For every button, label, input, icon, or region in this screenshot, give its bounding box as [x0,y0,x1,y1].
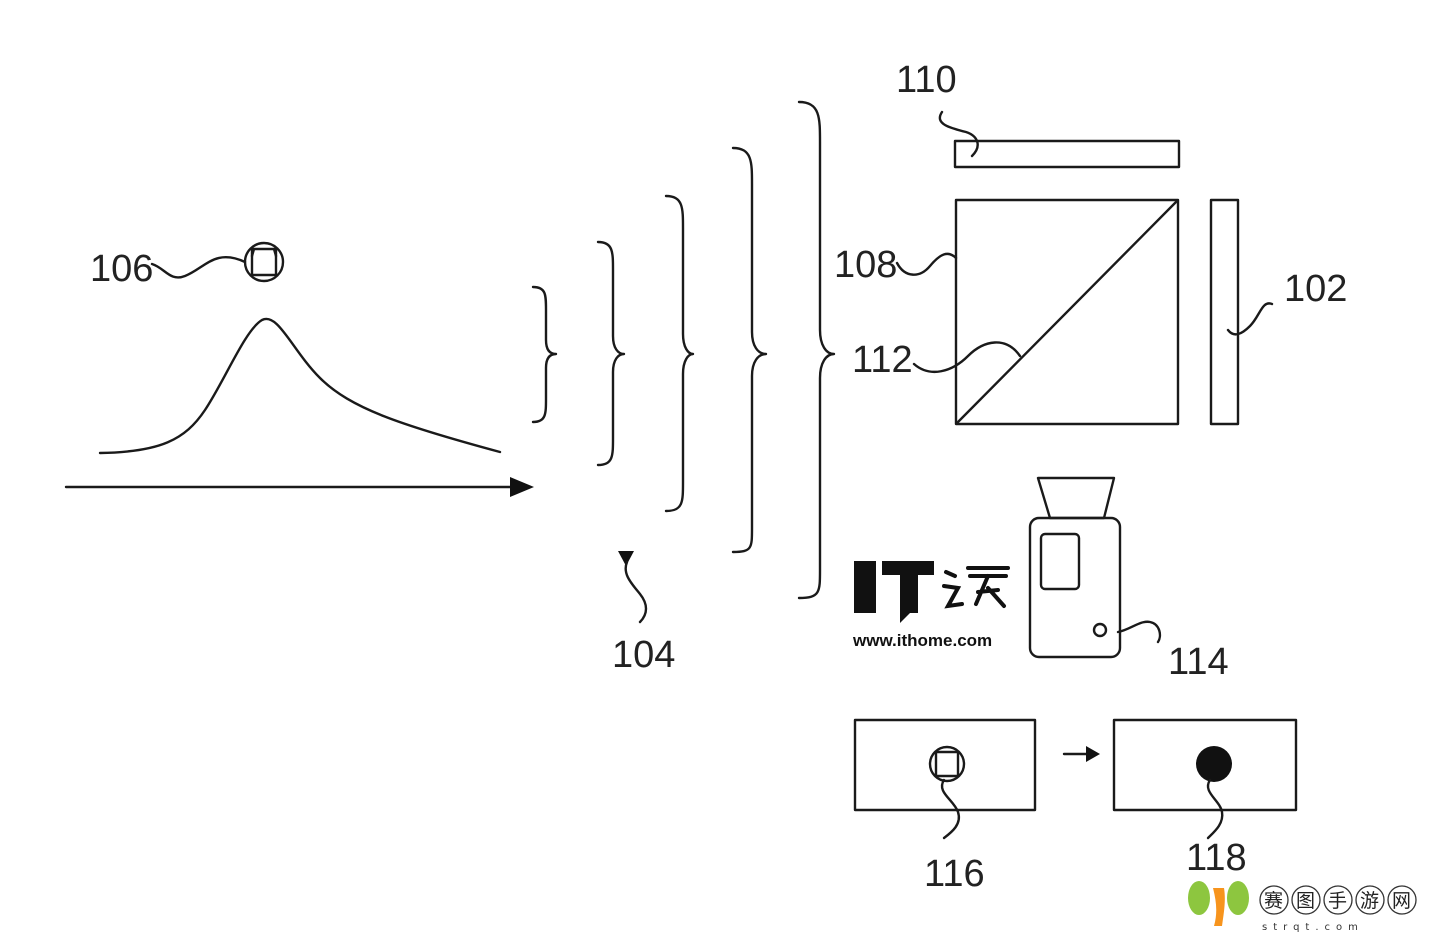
svg-text:网: 网 [1392,890,1411,912]
svg-text:赛: 赛 [1264,890,1283,912]
camera-114-icon [1028,476,1122,659]
wavefront-brace-5 [797,100,836,600]
splitter-diagonal-112 [956,200,1178,424]
strqt-watermark: 赛 图 手 游 网 strqt.com [1188,881,1417,933]
label-102: 102 [1284,268,1347,310]
wavefront-brace-4 [731,146,768,554]
leader-110 [938,110,979,158]
wavefront-brace-3 [664,194,695,513]
leader-118 [1206,778,1224,840]
ithome-watermark: www.ithome.com [852,561,1010,650]
object-106-icon [243,241,285,283]
label-118: 118 [1186,837,1247,879]
wavefront-brace-1 [531,285,558,424]
butterfly-logo-icon [1188,881,1249,926]
leader-102 [1226,302,1274,336]
plate-110 [953,139,1181,169]
ithome-url: www.ithome.com [852,631,992,650]
image-frame-116 [853,718,1037,812]
transform-arrow [1062,746,1100,762]
image-frame-118 [1112,718,1298,812]
label-114: 114 [1168,641,1229,683]
leader-108 [895,252,958,276]
svg-text:手: 手 [1328,890,1347,912]
label-108: 108 [834,244,897,286]
pointer-104-icon [618,551,634,566]
strqt-domain: strqt.com [1262,922,1364,933]
leader-106 [150,256,247,279]
label-116: 116 [924,853,985,895]
label-110: 110 [896,59,957,101]
signal-peak-curve [98,317,502,455]
time-axis-arrow [64,477,534,497]
svg-text:游: 游 [1360,890,1379,912]
sensor-panel-102 [1209,198,1240,426]
strqt-name: 赛 图 手 游 网 [1259,885,1417,915]
svg-text:图: 图 [1296,890,1315,912]
object-116-icon [928,745,966,783]
leader-104 [624,560,648,624]
beam-splitter-108 [954,198,1180,426]
wavefront-brace-2 [596,240,626,467]
label-112: 112 [852,339,913,381]
leader-114 [1116,620,1162,644]
leader-112 [912,341,1022,373]
ithome-logo-icon [854,561,1010,623]
label-106: 106 [90,248,153,290]
label-104: 104 [612,634,675,676]
leader-116 [940,778,961,840]
detected-object-118-icon [1196,746,1232,782]
